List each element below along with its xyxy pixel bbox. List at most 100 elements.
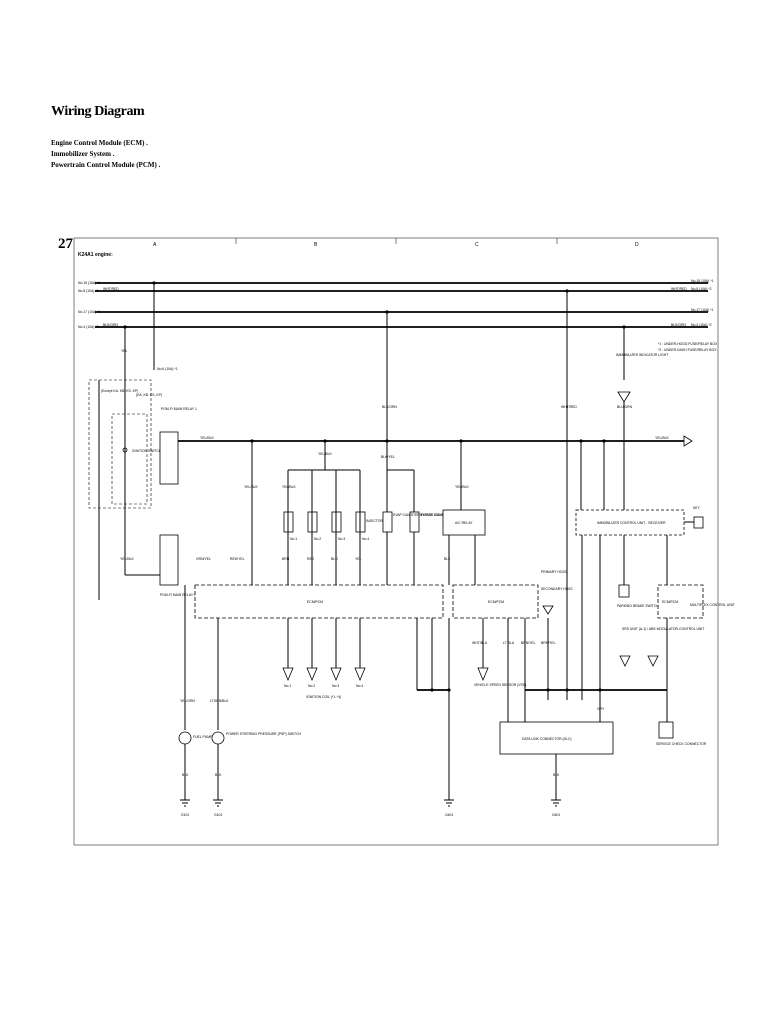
wire-label: BLK	[182, 773, 189, 777]
wire-label: YEL	[121, 349, 128, 353]
wire-label: LT BLU	[503, 641, 515, 645]
arrow-icon	[683, 435, 693, 447]
zone-d-label: D	[635, 242, 639, 248]
wire-label: RED	[307, 557, 315, 561]
ground-label: G101	[214, 813, 222, 817]
injector-number: No.4	[362, 537, 369, 541]
main-relay-2	[159, 534, 179, 586]
fuel-pump-icon	[178, 731, 192, 745]
junction-dot	[385, 310, 389, 314]
junction-dot	[152, 281, 156, 285]
wire-label: BLK/GRN	[671, 323, 686, 327]
ground-symbol-icon	[444, 799, 454, 807]
junction-dot	[565, 289, 569, 293]
subtitle-list: Engine Control Module (ECM) . Immobilize…	[51, 138, 160, 171]
wire-label: BLK/GRN	[103, 323, 118, 327]
component-label: VEHICLE SPEED SENSOR (VSS)	[474, 683, 526, 687]
ignition-coil-group: No.1 No.2 No.3 No.4	[282, 618, 366, 688]
wire-label: WHT/RED	[103, 287, 119, 291]
junction-dot	[546, 688, 550, 692]
component-label: ECM/PCM	[662, 600, 678, 604]
component-label: PARKING BRAKE SWITCH	[617, 604, 659, 608]
fuse-label: No.5 (10A) *2	[691, 287, 712, 291]
wire-label: YEL/BLK	[455, 485, 469, 489]
fuse-label: No.6 (10A) *1	[157, 367, 178, 371]
coil-number: No.3	[332, 684, 339, 688]
wire-label: WHT/BLU	[472, 641, 488, 645]
wire-label: BRN/YEL	[541, 641, 556, 645]
junction-dot	[323, 439, 327, 443]
wire-label: YEL	[355, 557, 362, 561]
wire-label: YEL/BLK	[318, 452, 332, 456]
component-label: PGM-FI MAIN RELAY 2	[160, 593, 196, 597]
footnote: *2 : UNDER-DASH FUSE/RELAY BOX	[658, 348, 717, 352]
key-icon	[693, 516, 704, 529]
bypass-valve-icon	[409, 511, 420, 533]
zone-a-label: A	[153, 242, 157, 248]
coil-3-icon	[330, 667, 342, 682]
multiplex-control-unit-box	[657, 584, 704, 619]
main-relay-1	[159, 431, 179, 485]
wire-label: BLK/GRN	[382, 405, 397, 409]
component-label: MULTIPLEX CONTROL UNIT	[690, 603, 735, 607]
wire-label: YEL/BLK	[120, 557, 134, 561]
variant-note: (Except KA, KB, KS, KP)	[101, 389, 138, 393]
coil-1-icon	[282, 667, 294, 682]
psp-switch-icon	[211, 731, 225, 745]
indicator-light-icon	[617, 391, 631, 403]
wire-label: RED/YEL	[230, 557, 245, 561]
fuse-label: No.4 (10A) *2	[691, 323, 712, 327]
junction-dot	[602, 439, 606, 443]
component-label: IMMOBILIZER CONTROL UNIT - RECEIVER	[597, 521, 666, 525]
parking-brake-switch-icon	[618, 584, 630, 598]
ignition-switch-box-inner	[111, 413, 148, 505]
injector-number: No.1	[290, 537, 297, 541]
subtitle-immobilizer: Immobilizer System .	[51, 150, 115, 158]
vss-icon	[477, 667, 489, 682]
coil-2-icon	[306, 667, 318, 682]
junction-dot	[123, 325, 127, 329]
evap-valve-icon	[382, 511, 393, 533]
injector-group: No.1 No.2 No.3 No.4	[283, 470, 369, 585]
ground-symbol-icon	[213, 799, 223, 807]
junction-dots	[123, 281, 626, 692]
junction-dot	[565, 688, 569, 692]
wire-label: BLK	[444, 557, 451, 561]
junction-dot	[250, 439, 254, 443]
wire-label: BLK	[215, 773, 222, 777]
component-label: ECM/PCM	[488, 600, 504, 604]
component-label: EVAP CANISTER PURGE VALVE	[393, 513, 445, 517]
abs-icon	[647, 655, 659, 667]
junction-dot	[622, 325, 626, 329]
wire-label: YEL/BLK	[244, 485, 258, 489]
ground-symbol-icon	[180, 799, 190, 807]
junction-dot	[598, 688, 602, 692]
wire-label: BLU	[331, 557, 338, 561]
component-label: IMMOBILIZER INDICATOR LIGHT	[616, 353, 668, 357]
variant-note: (KA, KB, KS, KP)	[136, 393, 162, 397]
ground-group: G101 G101 G401 G401	[180, 799, 561, 817]
wire-label: GRY	[597, 707, 605, 711]
component-label: IGNITION SWITCH	[132, 449, 162, 453]
component-label: IGNITION COIL (*1..*4)	[306, 695, 341, 699]
fuse-label: No.17 (10A) *1	[691, 308, 714, 312]
component-label: POWER STEERING PRESSURE (PSP) SWITCH	[226, 732, 302, 736]
ground-label: G401	[552, 813, 560, 817]
page-number: 27	[58, 236, 73, 252]
coil-4-icon	[354, 667, 366, 682]
fuse-label: No.5 (10A) *2	[78, 289, 99, 293]
junction-dot	[385, 439, 389, 443]
wire-label: YEL/BLK	[200, 436, 214, 440]
junction-dot	[459, 439, 463, 443]
junction-dot	[579, 439, 583, 443]
srs-icon	[619, 655, 631, 667]
wire-label: GRN/YEL	[196, 557, 211, 561]
component-label: PRIMARY HO2S	[541, 570, 567, 574]
fuse-label: No.15 (15A) *1	[78, 281, 101, 285]
ground-label: G401	[445, 813, 453, 817]
wire-label: WHT/RED	[671, 287, 687, 291]
component-label: INJECTORS	[366, 519, 386, 523]
ho2s-icon	[542, 605, 554, 615]
component-label: FUEL PUMP	[193, 735, 213, 739]
ac-relay-box	[442, 509, 486, 536]
